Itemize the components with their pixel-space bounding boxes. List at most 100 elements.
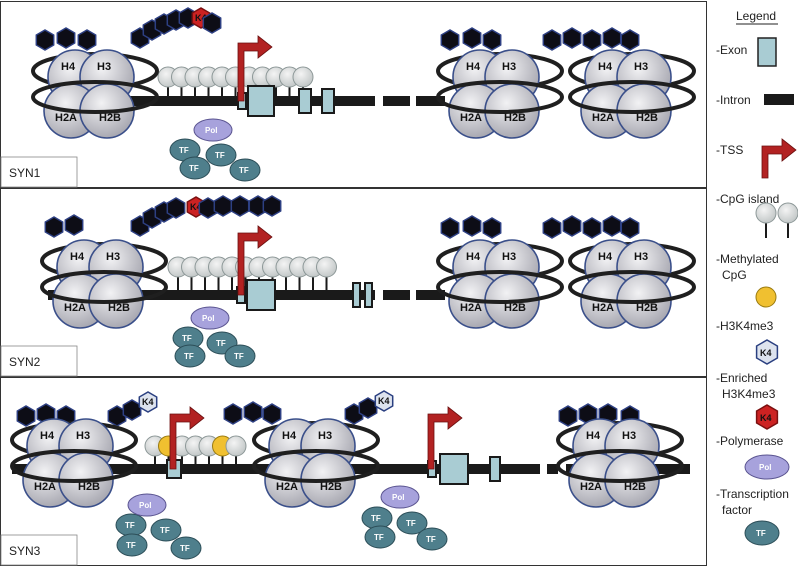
histone-tail: [582, 217, 602, 239]
tf-label: TF: [215, 151, 225, 160]
histone-tails: K4: [35, 7, 640, 51]
dna-wrap-front: [568, 80, 696, 114]
k4-label: K4: [378, 396, 390, 406]
legend-tss-arrow: [761, 138, 797, 179]
legend-label-tf-2: factor: [722, 503, 752, 517]
exon-syn2-3: [364, 282, 373, 308]
histone-tail: [202, 12, 222, 34]
exon-syn1-2: [298, 88, 312, 114]
legend-polymerase-ellipse: [744, 454, 790, 480]
legend-label-tss: -TSS: [716, 143, 743, 157]
legend-k4-icon: K4: [755, 339, 779, 365]
transcription-factor: [205, 143, 237, 167]
dna-wrap-front: [10, 449, 138, 483]
histone-tail: [558, 405, 578, 427]
histone-label-h3: H3: [106, 251, 120, 263]
legend-cpg-icon: [755, 202, 798, 238]
legend-cpg-site: [777, 202, 798, 224]
histone-label-h3: H3: [502, 61, 516, 73]
polymerase-label: Pol: [392, 493, 404, 502]
k4-label: K4: [142, 397, 154, 407]
histone-label-h2a: H2A: [592, 302, 614, 314]
dna-wrap-front: [40, 270, 168, 304]
histone-label-h2b: H2B: [624, 481, 646, 493]
histone-tail: [620, 29, 640, 51]
tf-label: TF: [189, 164, 199, 173]
h3k4me3-mark: [374, 390, 394, 412]
transcription-factor: [174, 344, 206, 368]
histone-tail: [44, 216, 64, 238]
legend-cpg-site: [755, 202, 777, 224]
dna-strand: [547, 464, 558, 474]
histone-label-h2a: H2A: [55, 112, 77, 124]
dna-strand: [383, 290, 410, 300]
transcription-factor: [364, 525, 396, 549]
legend-tf-text: TF: [756, 529, 766, 538]
transcription-factor: [179, 156, 211, 180]
histone-label-h3: H3: [97, 61, 111, 73]
histone-tail: [16, 405, 36, 427]
legend-label-polymerase: -Polymerase: [716, 434, 784, 448]
histone-label-h2a: H2A: [460, 112, 482, 124]
dna-wrap-front: [31, 80, 159, 114]
polymerase-label: Pol: [205, 126, 217, 135]
histone-label-h4: H4: [282, 430, 297, 442]
tf-label: TF: [125, 521, 135, 530]
tss-syn3-a: [169, 406, 205, 470]
legend-label-h3k4me3: -H3K4me3: [716, 319, 774, 333]
exon-syn1-1: [247, 85, 275, 117]
histone-label-h2a: H2A: [460, 302, 482, 314]
histone-label-h2b: H2B: [504, 302, 526, 314]
legend-tss-icon: [761, 138, 797, 179]
histone-tail: [462, 215, 482, 237]
legend-label-cpg: -CpG island: [716, 192, 779, 206]
histone-label-h4: H4: [466, 61, 481, 73]
tf-label: TF: [406, 519, 416, 528]
tss-syn3-b: [427, 406, 463, 470]
histone-tail: [440, 217, 460, 239]
histone-tail: [462, 27, 482, 49]
legend-label-enriched-2: H3K4me3: [722, 387, 776, 401]
k4-label: K4: [195, 13, 207, 23]
histone-label-h4: H4: [40, 430, 55, 442]
histone-tail: [440, 29, 460, 51]
histone-label-h2a: H2A: [64, 302, 86, 314]
histone-tail: [620, 217, 640, 239]
histone-label-h4: H4: [61, 61, 76, 73]
polymerase: [190, 306, 230, 330]
polymerase: [380, 485, 420, 509]
transcription-factor: [229, 158, 261, 182]
panel-label-syn1: SYN1: [9, 166, 41, 180]
histone-tail: [262, 403, 282, 425]
legend-label-tf: -Transcription: [716, 487, 789, 501]
histone-tail: [562, 27, 582, 49]
histone-tails: K4: [44, 195, 640, 239]
k4-label: K4: [190, 202, 202, 212]
histone-tail: [562, 215, 582, 237]
exon-syn2-1: [246, 279, 276, 311]
histone-label-h4: H4: [70, 251, 85, 263]
tss-arrow-shape: [237, 225, 273, 296]
histone-label-h2b: H2B: [320, 481, 342, 493]
tss-arrow-shape: [237, 35, 273, 102]
legend-enriched-k4-hex: [755, 404, 779, 430]
polymerase-label: Pol: [202, 314, 214, 323]
legend-label-exon: -Exon: [716, 43, 747, 57]
exon-syn3-2: [439, 453, 469, 485]
histone-label-h4: H4: [598, 61, 613, 73]
cpg-site: [225, 435, 247, 457]
histone-tail: [542, 217, 562, 239]
legend-k4-text: K4: [760, 348, 772, 358]
transcription-factor: [150, 518, 182, 542]
legend-intron-icon: [764, 94, 794, 105]
tf-label: TF: [234, 352, 244, 361]
